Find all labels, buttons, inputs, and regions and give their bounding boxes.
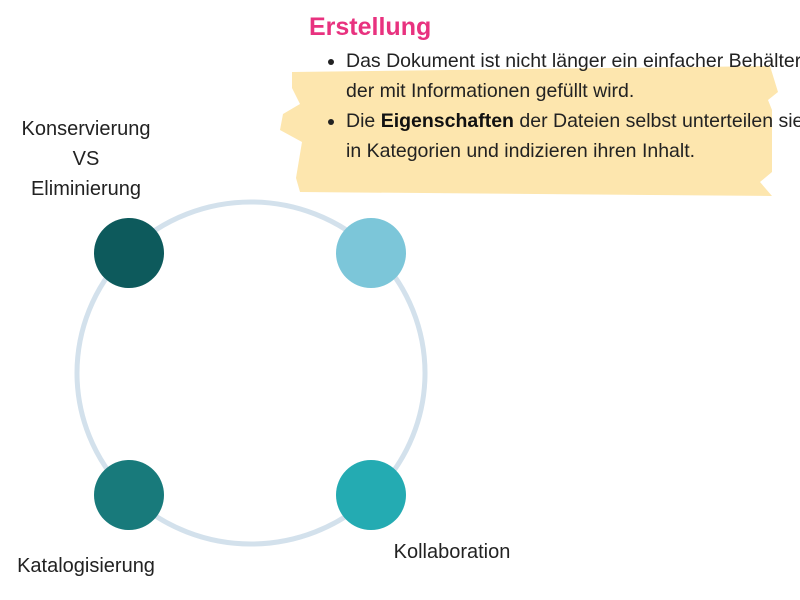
node-kollaboration xyxy=(336,460,406,530)
label-konservierung-vs-eliminierung: Konservierung VS Eliminierung xyxy=(0,114,172,204)
node-katalogisierung xyxy=(94,460,164,530)
bullet2-text-start: Die xyxy=(346,110,381,132)
bullet2-bold-term: Eigenschaften xyxy=(380,110,514,132)
node-erstellung xyxy=(336,218,406,288)
label-line-2: VS xyxy=(72,148,100,170)
label-katalogisierung: Katalogisierung xyxy=(17,555,155,577)
section-title: Erstellung xyxy=(309,13,432,41)
bullet-item-1: Das Dokument ist nicht länger ein einfac… xyxy=(346,46,800,106)
bullet-item-2: Die Eigenschaften der Dateien selbst unt… xyxy=(346,106,800,166)
label-kollaboration: Kollaboration xyxy=(393,541,511,563)
bullet2-text-end: der Dateien selbst unterteilen sie in Ka… xyxy=(346,110,800,162)
label-line-3: Eliminierung xyxy=(30,178,142,200)
bullet-list: Das Dokument ist nicht länger ein einfac… xyxy=(318,46,800,166)
node-konservierung xyxy=(94,218,164,288)
cycle-ring xyxy=(74,199,428,547)
label-line-1: Konservierung xyxy=(21,118,151,140)
